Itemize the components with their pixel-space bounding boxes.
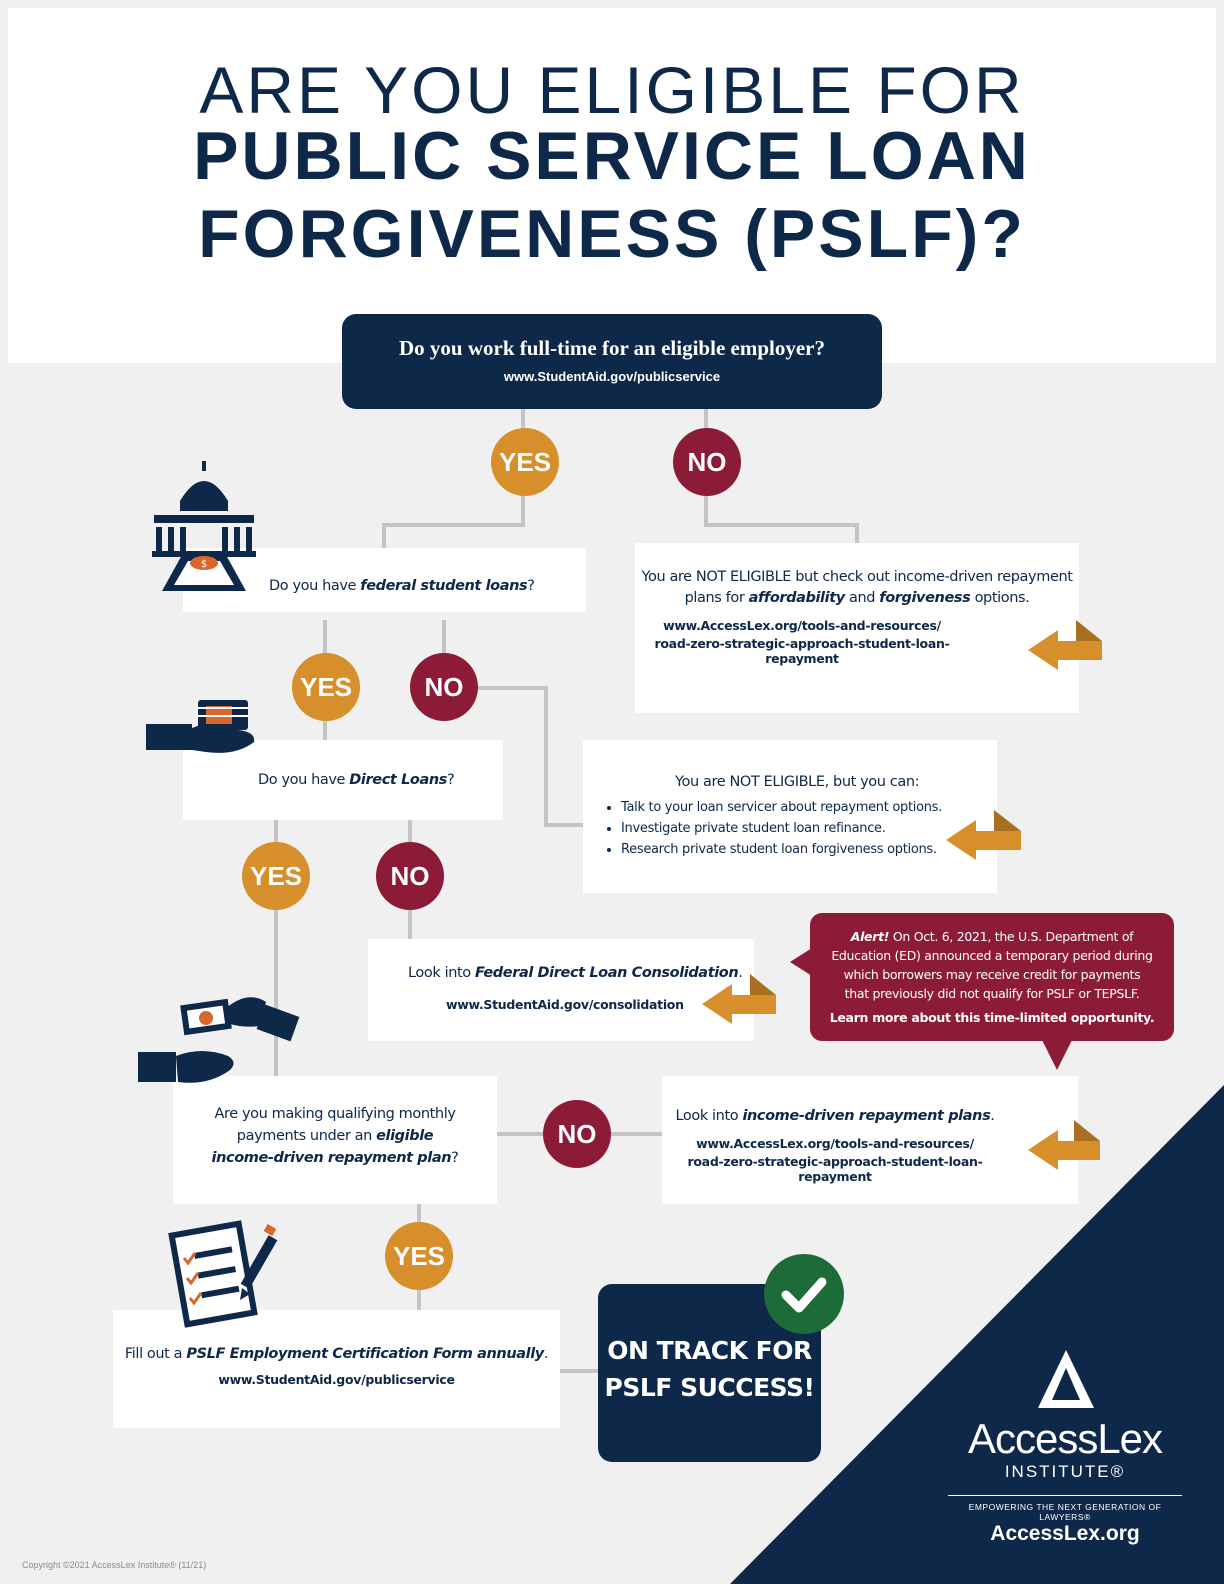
- money-exchange-icon: [138, 997, 300, 1083]
- payments-line3: income-driven repayment plan?: [173, 1150, 497, 1166]
- consolidation-bold: Federal Direct Loan Consolidation: [474, 965, 739, 981]
- eligible-employer-question-text: Do you work full-time for an eligible em…: [399, 336, 825, 360]
- checkmark-icon: [764, 1254, 844, 1334]
- success-line1: ON TRACK FOR: [607, 1336, 812, 1365]
- idr-line2-post: options.: [970, 590, 1030, 606]
- yes-direct-circle: YES: [242, 842, 310, 910]
- idr-plans-box: Look into income-driven repayment plans.…: [662, 1076, 1078, 1204]
- idr-url-line2[interactable]: road-zero-strategic-approach-student-loa…: [654, 636, 950, 666]
- not-eligible-options-box: You are NOT ELIGIBLE, but you can: Talk …: [583, 740, 997, 893]
- idr-plans-bold: income-driven repayment plans: [742, 1108, 991, 1124]
- federal-loans-pre: Do you have: [269, 578, 361, 594]
- studentaid-publicservice-link[interactable]: www.StudentAid.gov/publicservice: [503, 369, 721, 384]
- yes-employer-circle: YES: [491, 428, 559, 496]
- federal-loans-bold: federal student loans: [360, 578, 528, 594]
- no-direct-circle: NO: [376, 842, 444, 910]
- idr-plans-url2[interactable]: road-zero-strategic-approach-student-loa…: [687, 1154, 983, 1184]
- alert-label: Alert!: [850, 929, 890, 944]
- payments-line2: payments under an eligible: [173, 1128, 497, 1144]
- no-federal-circle: NO: [410, 653, 478, 721]
- not-eligible-idr-line1: You are NOT ELIGIBLE but check out incom…: [641, 569, 1073, 585]
- no-payments-circle: NO: [543, 1100, 611, 1168]
- idr-affordability: affordability: [748, 590, 846, 606]
- yes-federal-circle: YES: [292, 653, 360, 721]
- list-item: Research private student loan forgivenes…: [621, 842, 997, 857]
- yes-payments-circle: YES: [385, 1222, 453, 1290]
- idr-url-line1[interactable]: www.AccessLex.org/tools-and-resources/: [663, 618, 941, 633]
- payments-line1: Are you making qualifying monthly: [214, 1106, 456, 1122]
- certification-bold: PSLF Employment Certification Form annua…: [186, 1346, 544, 1362]
- consolidation-pre: Look into: [408, 965, 475, 981]
- arrow-left-icon: [1028, 620, 1102, 670]
- consolidation-box: Look into Federal Direct Loan Consolidat…: [368, 939, 754, 1041]
- idr-plans-url1[interactable]: www.AccessLex.org/tools-and-resources/: [696, 1136, 974, 1151]
- logo-name: AccessLex: [967, 1415, 1163, 1462]
- consolidation-post: .: [738, 965, 743, 981]
- certification-pre: Fill out a: [124, 1346, 187, 1362]
- idr-plans-line: Look into income-driven repayment plans.: [662, 1108, 1008, 1124]
- accesslex-url-link[interactable]: AccessLex.org: [990, 1522, 1140, 1545]
- alert-callout: Alert! On Oct. 6, 2021, the U.S. Departm…: [810, 913, 1174, 1041]
- arrow-left-icon: [702, 974, 776, 1024]
- money-in-hand-icon: [146, 700, 255, 753]
- payments-idr-plan: income-driven repayment plan: [211, 1150, 452, 1166]
- copyright-notice: Copyright ©2021 AccessLex Institute® (11…: [22, 1560, 207, 1570]
- payments-eligible: eligible: [376, 1128, 434, 1144]
- title-line-2: PUBLIC SERVICE LOAN: [193, 118, 1031, 194]
- payments-line3-post: ?: [451, 1150, 459, 1166]
- arrow-left-icon: [946, 810, 1021, 860]
- not-eligible-options-list: Talk to your loan servicer about repayme…: [583, 800, 997, 857]
- success-line2: PSLF SUCCESS!: [604, 1373, 815, 1402]
- idr-plans-pre: Look into: [675, 1108, 743, 1124]
- payments-line2-pre: payments under an: [236, 1128, 377, 1144]
- direct-loans-post: ?: [447, 772, 455, 788]
- idr-plans-post: .: [990, 1108, 995, 1124]
- list-item: Talk to your loan servicer about repayme…: [621, 800, 997, 815]
- checklist-form-icon: [168, 1220, 278, 1328]
- certification-box: Fill out a PSLF Employment Certification…: [113, 1310, 560, 1428]
- idr-line2-mid: and: [844, 590, 880, 606]
- federal-loans-post: ?: [527, 578, 535, 594]
- direct-loans-pre: Do you have: [258, 772, 350, 788]
- direct-loans-bold: Direct Loans: [349, 772, 448, 788]
- idr-forgiveness: forgiveness: [879, 590, 971, 606]
- consolidation-url[interactable]: www.StudentAid.gov/consolidation: [446, 997, 684, 1012]
- arrow-left-icon: [1028, 1120, 1100, 1170]
- capitol-building-icon: $: [152, 461, 256, 591]
- no-employer-circle: NO: [673, 428, 741, 496]
- certification-post: .: [543, 1346, 549, 1362]
- logo-tagline: EMPOWERING THE NEXT GENERATION OF LAWYER…: [948, 1495, 1182, 1522]
- payments-question: Are you making qualifying monthly paymen…: [173, 1076, 497, 1204]
- svg-text:$: $: [201, 559, 207, 570]
- alert-learn-more-link[interactable]: Learn more about this time-limited oppor…: [829, 1010, 1155, 1025]
- not-eligible-idr-box: You are NOT ELIGIBLE but check out incom…: [635, 543, 1079, 713]
- eligible-employer-question: Do you work full-time for an eligible em…: [342, 314, 882, 409]
- not-eligible-idr-line2: plans for affordability and forgiveness …: [635, 590, 1079, 606]
- header-panel: [8, 8, 1216, 363]
- list-item: Investigate private student loan refinan…: [621, 821, 997, 836]
- title-line-1: ARE YOU ELIGIBLE FOR: [199, 53, 1025, 127]
- logo-institute: INSTITUTE®: [1004, 1462, 1126, 1481]
- idr-line2-pre: plans for: [684, 590, 749, 606]
- title-line-3: FORGIVENESS (PSLF)?: [198, 196, 1026, 272]
- certification-line: Fill out a PSLF Employment Certification…: [113, 1346, 560, 1362]
- certification-url[interactable]: www.StudentAid.gov/publicservice: [218, 1372, 455, 1387]
- alert-text: On Oct. 6, 2021, the U.S. Department of …: [831, 929, 1153, 1001]
- direct-loans-question: Do you have Direct Loans?: [183, 740, 503, 820]
- federal-loans-question: Do you have federal student loans?: [183, 548, 586, 612]
- not-eligible-options-heading: You are NOT ELIGIBLE, but you can:: [675, 774, 920, 790]
- accesslex-logo-icon: [1038, 1350, 1094, 1408]
